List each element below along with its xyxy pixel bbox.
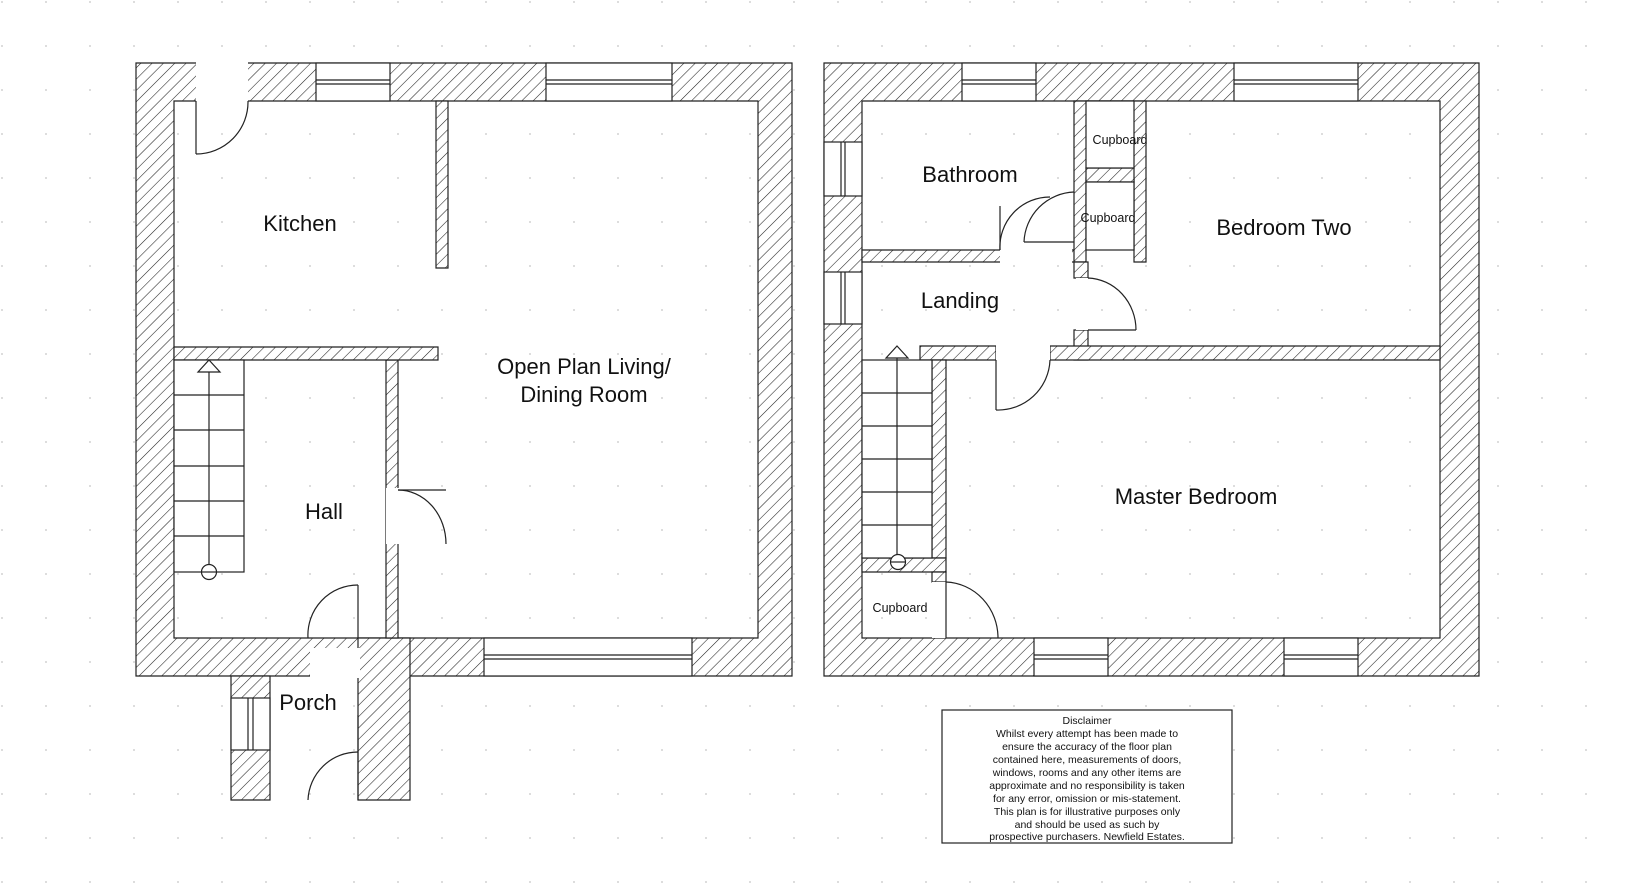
disclaimer-line: prospective purchasers. Newfield Estates…	[989, 831, 1185, 843]
porch-label: Porch	[279, 690, 336, 715]
hall-label: Hall	[305, 499, 343, 524]
disclaimer-line: contained here, measurements of doors,	[993, 754, 1182, 766]
living-room-label-line1: Open Plan Living/	[497, 354, 672, 379]
master-bedroom-label: Master Bedroom	[1115, 484, 1278, 509]
disclaimer-line: Whilst every attempt has been made to	[996, 728, 1178, 740]
first-floor-staircase	[861, 345, 933, 571]
landing-label: Landing	[921, 288, 999, 313]
first-floor-plan: Bathroom Cupboard Cupboard Bedroom Two L…	[823, 62, 1480, 677]
ground-floor-staircase	[173, 359, 245, 581]
disclaimer-line: for any error, omission or mis-statement…	[993, 793, 1181, 805]
first-floor-windows	[823, 62, 1359, 677]
living-room-label-line2: Dining Room	[520, 382, 647, 407]
ground-floor-windows	[230, 62, 693, 751]
kitchen-label: Kitchen	[263, 211, 336, 236]
ground-floor-doors	[195, 100, 447, 801]
ground-floor-plan: Kitchen Open Plan Living/ Dining Room Ha…	[135, 62, 793, 801]
ground-floor-openings	[196, 62, 400, 678]
disclaimer-box: Disclaimer Whilst every attempt has been…	[941, 709, 1233, 844]
cupboard-master-label: Cupboard	[873, 601, 928, 615]
cupboard-top-label: Cupboard	[1093, 133, 1148, 147]
bathroom-label: Bathroom	[922, 162, 1017, 187]
disclaimer-line: approximate and no responsibility is tak…	[989, 780, 1185, 792]
bedroom-two-label: Bedroom Two	[1216, 215, 1351, 240]
disclaimer-line: ensure the accuracy of the floor plan	[1002, 741, 1172, 753]
disclaimer-line: and should be used as such by	[1015, 819, 1161, 831]
disclaimer-line: windows, rooms and any other items are	[992, 767, 1182, 779]
disclaimer-line: This plan is for illustrative purposes o…	[994, 806, 1181, 818]
first-floor-doors	[945, 100, 1137, 639]
disclaimer-title: Disclaimer	[1062, 715, 1112, 727]
cupboard-mid-label: Cupboard	[1081, 211, 1136, 225]
